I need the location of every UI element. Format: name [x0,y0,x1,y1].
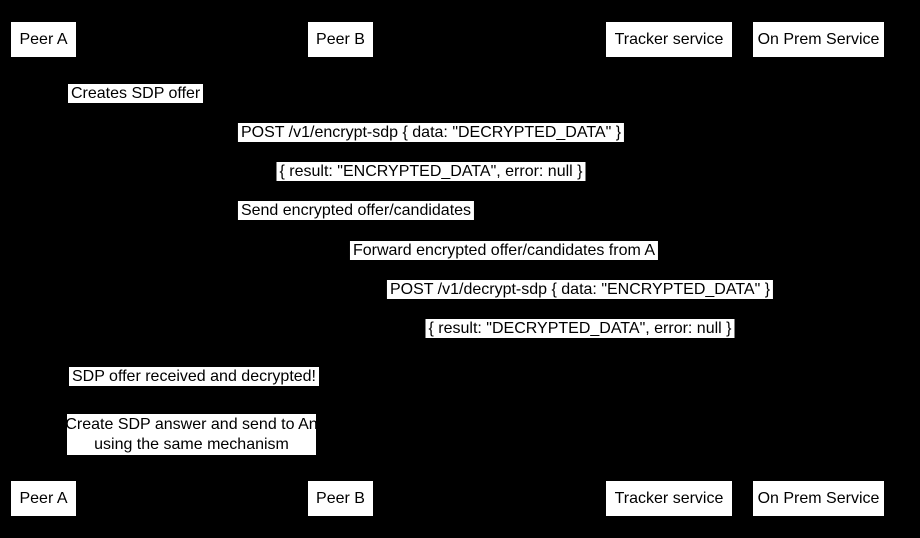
message-result-decrypted-data: { result: "DECRYPTED_DATA", error: null … [425,319,735,338]
lifeline-peer-b [340,57,341,481]
actor-peer-b-top: Peer B [308,22,373,57]
lifeline-tracker-service [668,57,669,481]
note-line-1: Create SDP answer and send to An [65,415,318,433]
message-send-encrypted-offer: Send encrypted offer/candidates [237,201,475,220]
arrow-peer-a-to-on-prem [44,140,818,150]
actor-tracker-service-top: Tracker service [606,22,732,57]
arrow-on-prem-to-peer-b [341,336,818,346]
arrow-on-prem-to-peer-a [44,179,818,189]
actor-peer-a-top: Peer A [11,22,76,57]
actor-peer-a-bottom: Peer A [11,481,76,516]
message-result-encrypted-data: { result: "ENCRYPTED_DATA", error: null … [276,162,586,181]
message-sdp-offer-received: SDP offer received and decrypted! [69,367,319,386]
arrow-tracker-to-peer-b [341,258,668,268]
note-line-2: using the same mechanism [94,435,289,453]
arrow-peer-b-to-peer-a [44,385,341,395]
message-post-encrypt-sdp: POST /v1/encrypt-sdp { data: "DECRYPTED_… [237,123,625,142]
arrow-self-peer-a [44,104,72,116]
message-creates-sdp-offer: Creates SDP offer [68,84,204,103]
actor-tracker-service-bottom: Tracker service [606,481,732,516]
actor-on-prem-service-top: On Prem Service [753,22,884,57]
message-post-decrypt-sdp: POST /v1/decrypt-sdp { data: "ENCRYPTED_… [386,280,774,299]
arrow-peer-b-to-on-prem [341,297,818,307]
actor-on-prem-service-bottom: On Prem Service [753,481,884,516]
arrow-peer-a-to-tracker [44,218,668,228]
note-create-sdp-answer: Create SDP answer and send to An using t… [65,414,318,455]
message-forward-encrypted-offer: Forward encrypted offer/candidates from … [349,241,659,260]
actor-peer-b-bottom: Peer B [308,481,373,516]
lifeline-on-prem-service [818,57,819,481]
lifeline-peer-a [43,57,44,481]
